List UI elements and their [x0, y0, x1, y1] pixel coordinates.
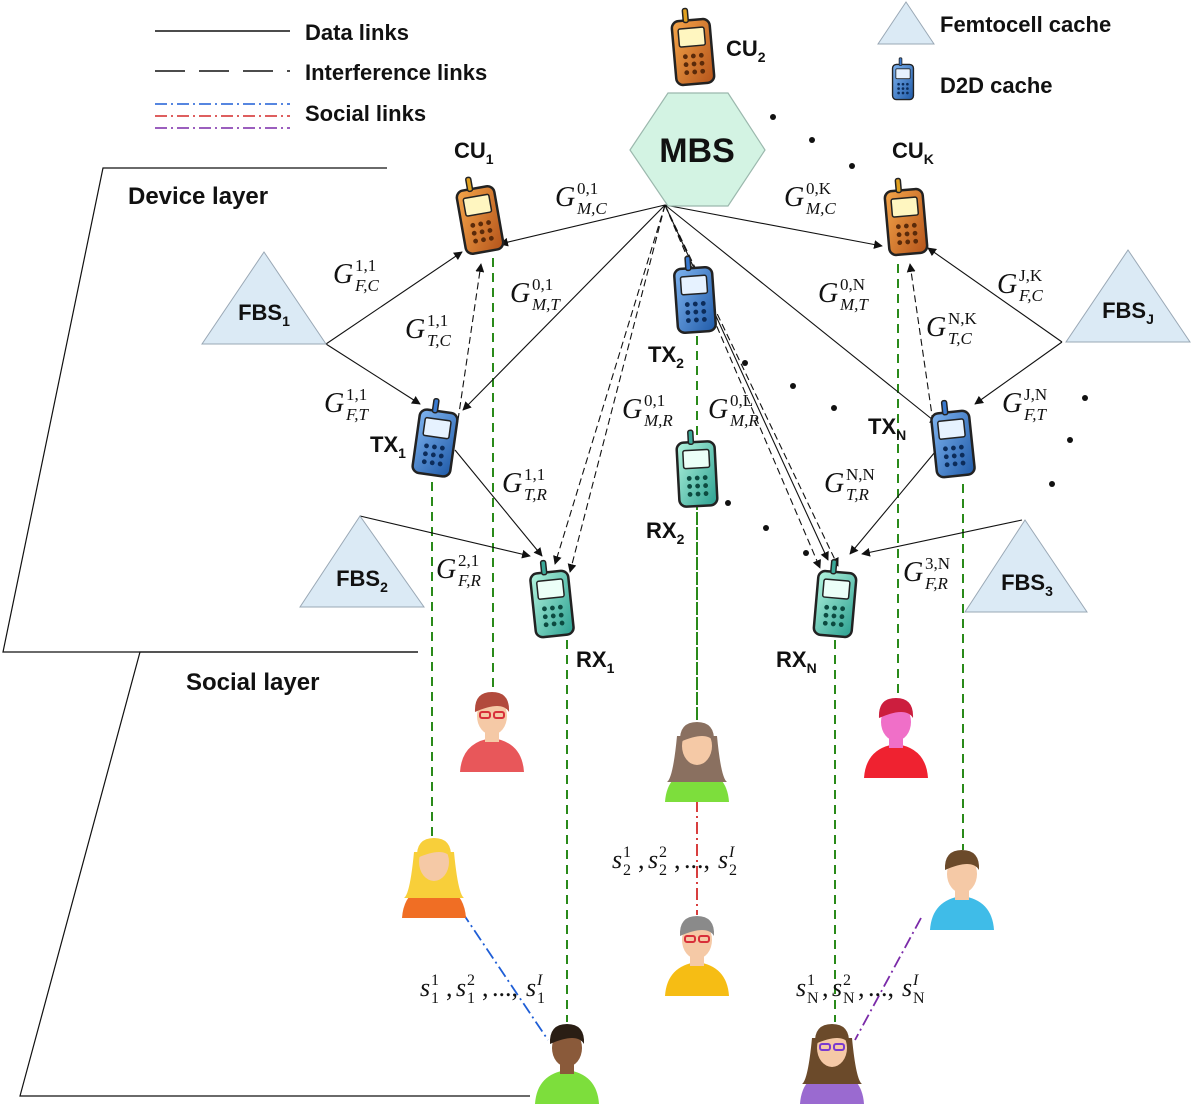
social-layer-plane	[19, 651, 530, 1097]
tx-2-label: TX2	[648, 342, 684, 371]
fbs-j-label: FBSJ	[1102, 298, 1154, 327]
legend-interference-label: Interference links	[305, 60, 487, 85]
social-links	[461, 800, 922, 1041]
person-avatar-icon[interactable]	[665, 916, 729, 996]
cu-2-phone-icon[interactable]	[668, 5, 716, 87]
fbs-1[interactable]: FBS1	[201, 251, 327, 345]
person-avatar-icon[interactable]	[665, 722, 729, 802]
fbs-3-label: FBS3	[1001, 570, 1053, 599]
mbs-label: MBS	[659, 132, 735, 170]
person-avatar-icon[interactable]	[930, 850, 994, 930]
rx-2-label: RX2	[646, 518, 685, 547]
mapping-links	[431, 258, 964, 1022]
fbs-3[interactable]: FBS3	[964, 519, 1088, 613]
cu-k-label: CUK	[892, 138, 934, 167]
fbs-1-label: FBS1	[238, 300, 290, 329]
mbs-hexagon-icon	[629, 92, 766, 207]
person-avatar-icon[interactable]	[460, 692, 524, 772]
fbs-2-label: FBS2	[336, 566, 388, 595]
layer-planes: Device layer Social layer	[2, 167, 530, 1097]
fbs-2[interactable]: FBS2	[299, 515, 425, 608]
fbs-j-triangle-icon	[1065, 249, 1191, 343]
legend-data-label: Data links	[305, 20, 409, 45]
legend-d2d-label: D2D cache	[940, 73, 1053, 98]
social-layer-label: Social layer	[186, 669, 319, 696]
rx-1-phone-icon[interactable]	[527, 557, 576, 640]
cu-1-phone-icon[interactable]	[452, 172, 506, 257]
rx-2-phone-icon[interactable]	[674, 427, 719, 509]
legend-social-label: Social links	[305, 101, 426, 126]
tx-n-label: TXN	[868, 414, 906, 443]
node-labels: CU2 CU1 CUK TX1 TX2 TXN RX1 RX2 RXN	[370, 36, 934, 676]
tx-1-phone-icon[interactable]	[410, 395, 462, 479]
person-avatar-icon[interactable]	[535, 1024, 599, 1104]
device-layer-label: Device layer	[128, 183, 268, 210]
cu-2-label: CU2	[726, 36, 766, 65]
fbs-1-triangle-icon	[201, 251, 327, 345]
data-links	[325, 204, 1063, 561]
rx-n-label: RXN	[776, 647, 817, 676]
tx-n-phone-icon[interactable]	[928, 397, 977, 480]
person-avatar-icon[interactable]	[402, 838, 466, 918]
fbs-3-triangle-icon	[964, 519, 1088, 613]
fbs-2-triangle-icon	[299, 515, 425, 608]
tx-1-label: TX1	[370, 432, 406, 461]
rx-1-label: RX1	[576, 647, 615, 676]
cu-k-phone-icon[interactable]	[881, 175, 929, 257]
fbs-j[interactable]: FBSJ	[1065, 249, 1191, 343]
rx-n-phone-icon[interactable]	[812, 557, 860, 639]
person-avatar-icon[interactable]	[800, 1024, 864, 1104]
cu-1-label: CU1	[454, 138, 494, 167]
interference-links	[457, 204, 934, 573]
person-avatar-icon[interactable]	[864, 698, 928, 778]
social-users	[402, 692, 994, 1104]
legend-d2d-icon	[891, 57, 915, 101]
legend-femtocell-icon	[877, 1, 935, 45]
ellipsis-dots	[725, 114, 1088, 556]
mbs-node[interactable]: MBS	[629, 92, 766, 207]
legend-femtocell-label: Femtocell cache	[940, 12, 1111, 37]
legend: Data links Interference links Social lin…	[155, 1, 1111, 129]
